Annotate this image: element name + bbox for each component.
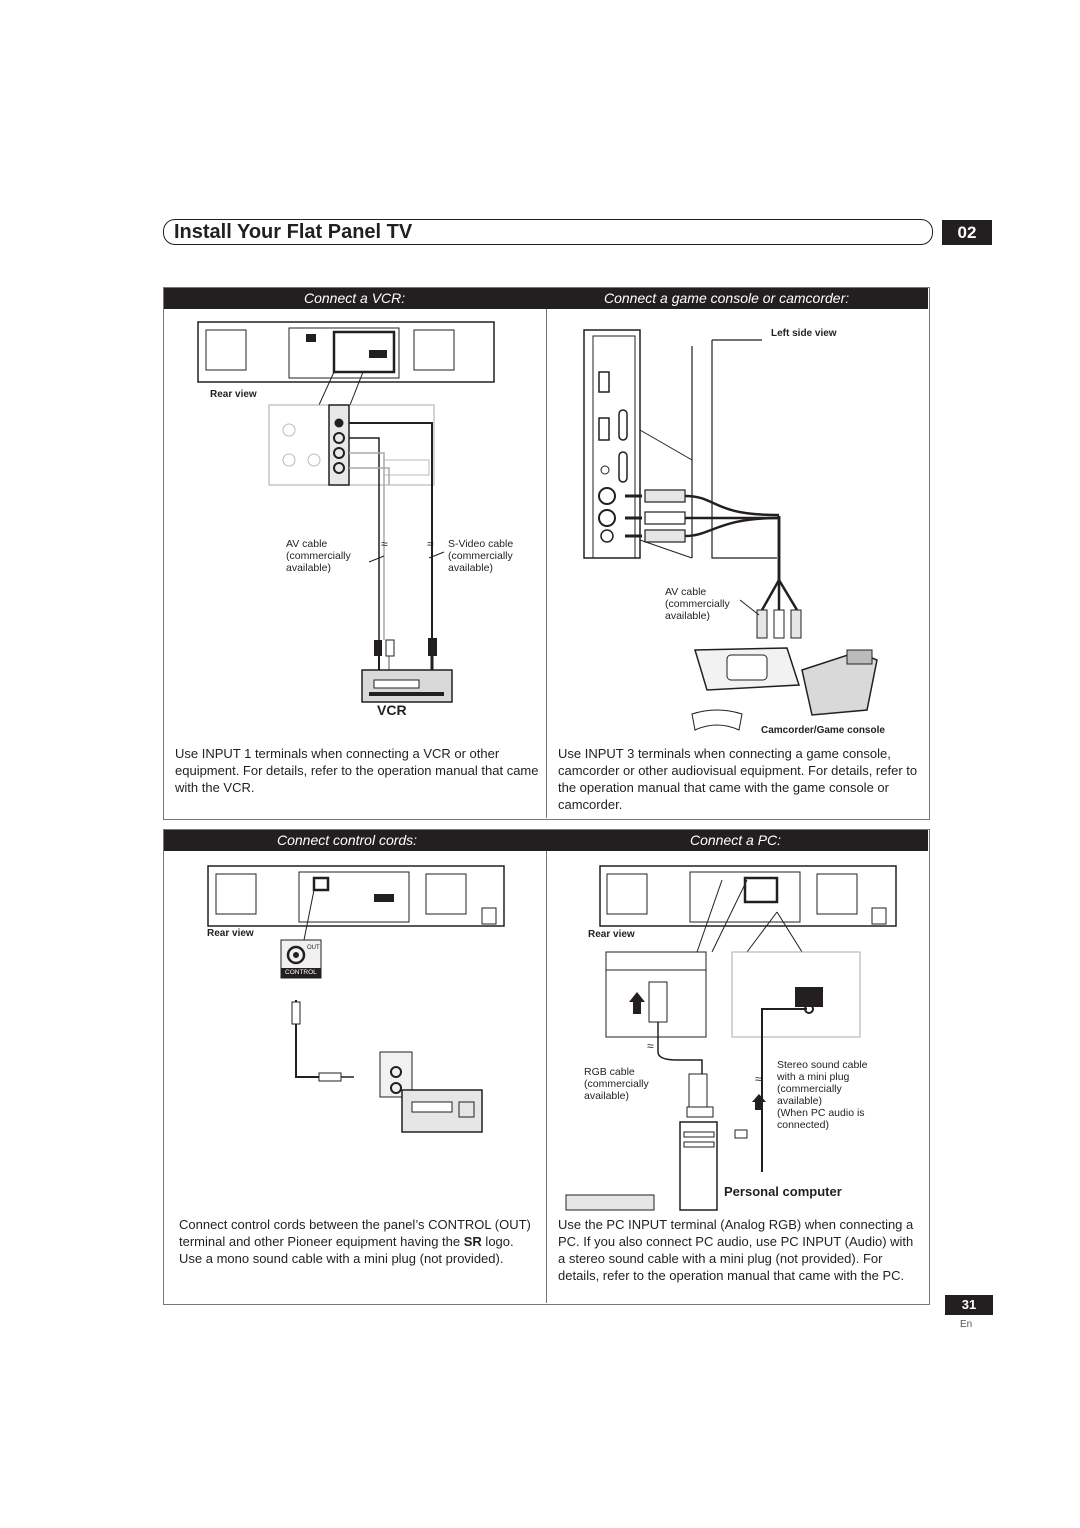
- lower-divider: [546, 851, 547, 1303]
- page-number: 31: [945, 1295, 993, 1315]
- lower-heading-bar: Connect control cords: Connect a PC:: [164, 830, 928, 851]
- game-diagram: [583, 329, 878, 731]
- vcr-diagram: ≈ ≈: [197, 321, 495, 703]
- vcr-rear-view-label: Rear view: [210, 389, 257, 400]
- header-frame: [163, 219, 933, 245]
- rgb-cable-label: RGB cable (commercially available): [584, 1066, 649, 1102]
- upper-heading-bar: Connect a VCR: Connect a game console or…: [164, 288, 928, 309]
- lower-panel: [163, 829, 930, 1305]
- pc-description: Use the PC INPUT terminal (Analog RGB) w…: [558, 1217, 914, 1283]
- language-label: En: [960, 1319, 973, 1330]
- control-rear-view-label: Rear view: [207, 928, 254, 939]
- camcorder-game-label: Camcorder/Game console: [761, 725, 885, 736]
- pc-device-label: Personal computer: [724, 1184, 842, 1199]
- control-diagram: [207, 865, 505, 1133]
- svg-text:≈: ≈: [755, 1072, 762, 1086]
- game-av-cable-label: AV cable (commercially available): [665, 586, 730, 622]
- svg-text:≈: ≈: [381, 537, 388, 551]
- control-terminal-label: CONTROL: [285, 969, 317, 976]
- left-side-view-label: Left side view: [771, 328, 837, 339]
- upper-divider: [546, 309, 547, 818]
- chapter-badge: 02: [942, 220, 992, 245]
- vcr-device-label: VCR: [377, 702, 407, 718]
- control-out-label: OUT: [307, 945, 320, 951]
- svg-text:≈: ≈: [427, 537, 434, 551]
- game-description: Use INPUT 3 terminals when connecting a …: [558, 746, 918, 812]
- control-description: Connect control cords between the panel’…: [179, 1217, 531, 1266]
- pc-heading: Connect a PC:: [690, 832, 782, 848]
- upper-panel: [163, 287, 930, 820]
- page-title: Install Your Flat Panel TV: [174, 221, 413, 243]
- vcr-svideo-cable-label: S-Video cable (commercially available): [448, 538, 514, 574]
- svg-text:≈: ≈: [647, 1039, 654, 1053]
- vcr-description: Use INPUT 1 terminals when connecting a …: [175, 746, 539, 795]
- pc-diagram: ≈ ≈: [565, 865, 897, 1211]
- game-heading: Connect a game console or camcorder:: [604, 290, 850, 306]
- vcr-av-cable-label: AV cable (commercially available): [286, 538, 351, 574]
- control-heading: Connect control cords:: [277, 832, 418, 848]
- stereo-cable-label: Stereo sound cable with a mini plug (com…: [777, 1059, 868, 1131]
- vcr-heading: Connect a VCR:: [304, 290, 406, 306]
- pc-rear-view-label: Rear view: [588, 929, 635, 940]
